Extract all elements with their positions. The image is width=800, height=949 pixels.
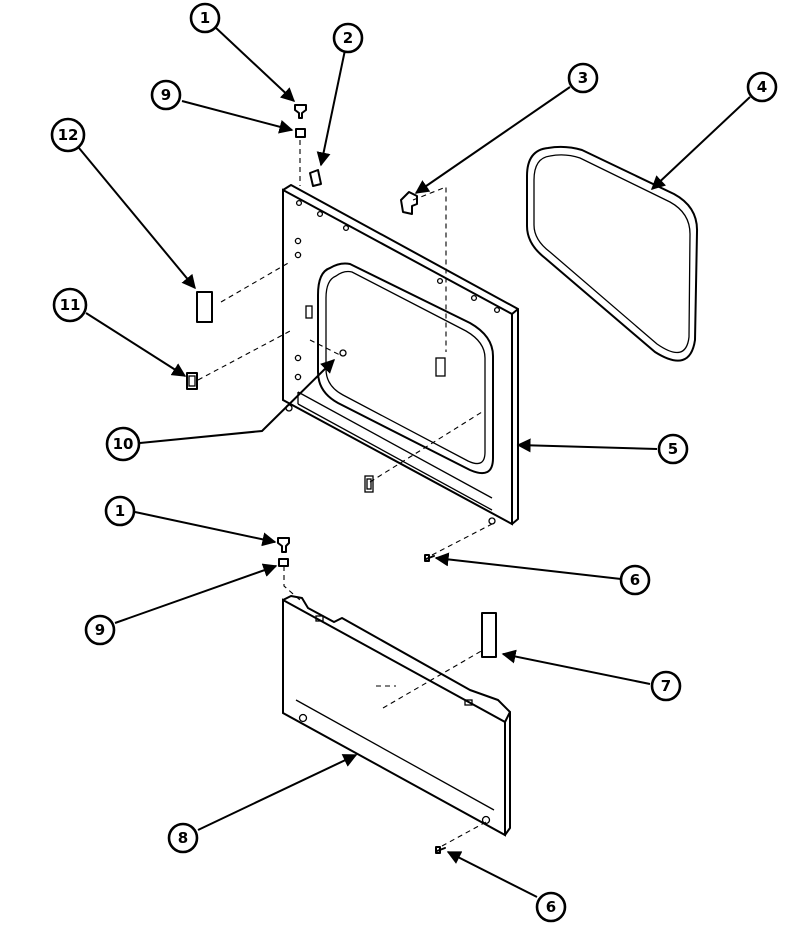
nut-9-top (295, 128, 306, 138)
screw-1-top (294, 104, 307, 119)
callout-12: 12 (50, 117, 86, 153)
nut-9-bottom (278, 558, 289, 567)
callout-6-bottom: 6 (535, 891, 567, 923)
callout-7: 7 (650, 670, 682, 702)
latch-3 (400, 191, 418, 215)
callout-5-label: 5 (668, 440, 678, 458)
callout-10: 10 (105, 426, 141, 462)
callout-8: 8 (167, 822, 199, 854)
callout-3-label: 3 (578, 69, 588, 87)
callout-6-bottom-label: 6 (546, 898, 556, 916)
assembly-lines (197, 140, 493, 847)
callout-1-bottom: 1 (104, 495, 136, 527)
callout-9-top: 9 (150, 79, 182, 111)
callout-12-label: 12 (58, 126, 79, 144)
callout-5: 5 (657, 433, 689, 465)
screw-1-bottom (277, 537, 290, 553)
leader-lines (78, 26, 751, 898)
callout-4-label: 4 (757, 78, 767, 96)
callout-3: 3 (567, 62, 599, 94)
clip-11 (186, 372, 198, 390)
door-seal (526, 145, 699, 362)
callout-6-top: 6 (619, 564, 651, 596)
screw-6-top (424, 554, 435, 562)
callout-1: 1 (189, 2, 221, 34)
callout-1-bottom-label: 1 (115, 502, 125, 520)
callout-2: 2 (332, 22, 364, 54)
callout-8-label: 8 (178, 829, 188, 847)
callout-11: 11 (52, 287, 88, 323)
toe-panel (282, 595, 511, 837)
callout-9-bottom-label: 9 (95, 621, 105, 639)
callout-9-top-label: 9 (161, 86, 171, 104)
callout-11-label: 11 (60, 296, 81, 314)
callout-4: 4 (746, 71, 778, 103)
label-12 (196, 291, 213, 323)
callout-9-bottom: 9 (84, 614, 116, 646)
clip-2 (309, 169, 322, 187)
callout-1-label: 1 (200, 9, 210, 27)
callout-2-label: 2 (343, 29, 353, 47)
callout-10-label: 10 (113, 435, 134, 453)
screw-6-bottom (435, 846, 446, 854)
callout-7-label: 7 (661, 677, 671, 695)
front-panel (282, 184, 519, 526)
callout-6-top-label: 6 (630, 571, 640, 589)
label-7 (481, 612, 497, 658)
